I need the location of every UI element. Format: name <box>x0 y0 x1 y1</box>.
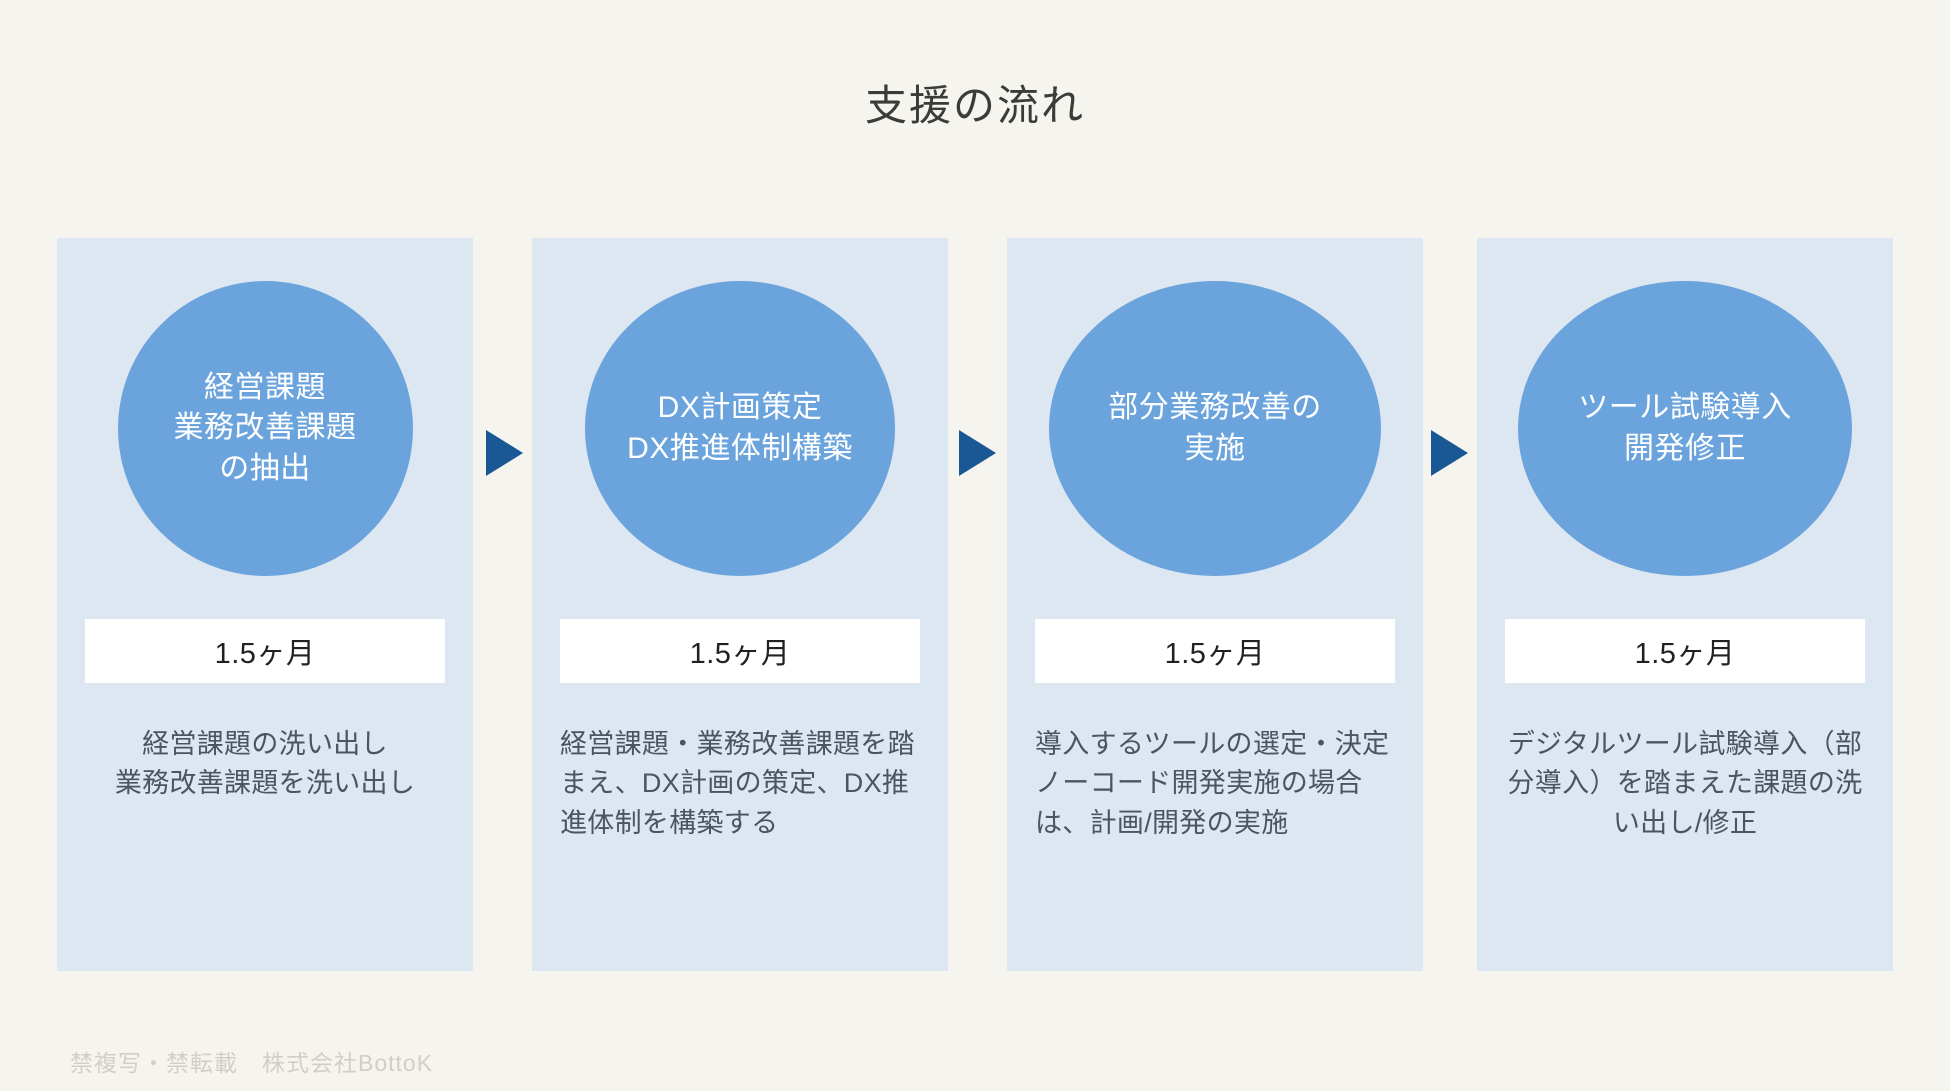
step-duration-badge-3: 1.5ヶ月 <box>1035 619 1395 683</box>
page-title: 支援の流れ <box>864 82 1085 129</box>
footer-copyright: 禁複写・禁転載 株式会社BottoK <box>70 1050 434 1076</box>
flow-step-panel-4: ツール試験導入 開発修正 1.5ヶ月 デジタルツール試験導入（部分導入）を踏まえ… <box>1477 238 1893 971</box>
step-circle-container-2: DX計画策定 DX推進体制構築 <box>532 281 948 576</box>
step-circle-container-3: 部分業務改善の 実施 <box>1007 281 1423 576</box>
flow-step-panel-1: 経営課題 業務改善課題 の抽出 1.5ヶ月 経営課題の洗い出し 業務改善課題を洗… <box>57 238 473 971</box>
step-circle-1: 経営課題 業務改善課題 の抽出 <box>117 281 413 576</box>
arrow-right-icon-1 <box>486 430 523 476</box>
step-duration-badge-4: 1.5ヶ月 <box>1505 619 1865 683</box>
step-description-3: 導入するツールの選定・決定 ノーコード開発実施の場合は、計画/開発の実施 <box>1035 729 1390 838</box>
flow-step-panel-2: DX計画策定 DX推進体制構築 1.5ヶ月 経営課題・業務改善課題を踏まえ、DX… <box>532 238 948 971</box>
step-circle-container-1: 経営課題 業務改善課題 の抽出 <box>57 281 473 576</box>
step-duration-badge-2: 1.5ヶ月 <box>560 619 920 683</box>
step-description-4: デジタルツール試験導入（部分導入）を踏まえた課題の洗い出し/修正 <box>1507 729 1863 838</box>
step-circle-2: DX計画策定 DX推進体制構築 <box>585 281 895 576</box>
arrow-right-icon-2 <box>959 430 996 476</box>
step-description-1: 経営課題の洗い出し 業務改善課題を洗い出し <box>114 729 416 799</box>
flow-step-panel-3: 部分業務改善の 実施 1.5ヶ月 導入するツールの選定・決定 ノーコード開発実施… <box>1007 238 1423 971</box>
process-flow-diagram: 経営課題 業務改善課題 の抽出 1.5ヶ月 経営課題の洗い出し 業務改善課題を洗… <box>57 238 1893 971</box>
step-circle-4: ツール試験導入 開発修正 <box>1518 281 1852 576</box>
step-circle-container-4: ツール試験導入 開発修正 <box>1477 281 1893 576</box>
step-duration-badge-1: 1.5ヶ月 <box>85 619 445 683</box>
step-description-2: 経営課題・業務改善課題を踏まえ、DX計画の策定、DX推進体制を構築する <box>560 729 915 838</box>
arrow-right-icon-3 <box>1431 430 1468 476</box>
step-circle-3: 部分業務改善の 実施 <box>1049 281 1381 576</box>
